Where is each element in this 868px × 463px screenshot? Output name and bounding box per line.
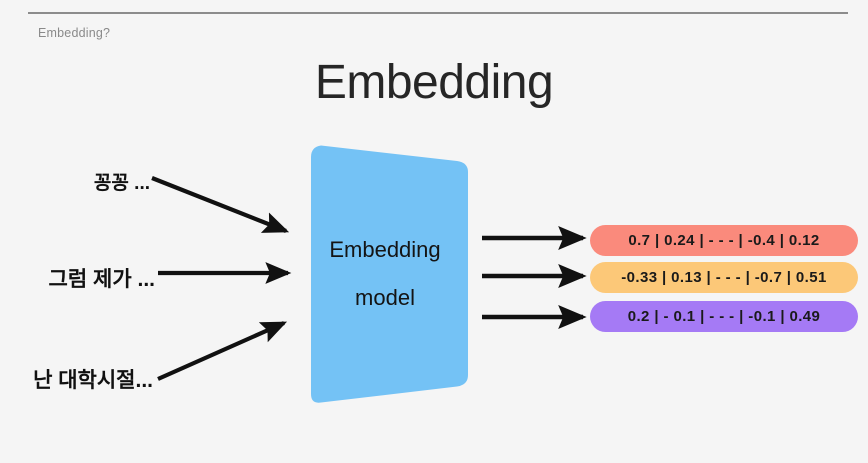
input-label-1: 꽁꽁 ...	[93, 173, 150, 194]
input-label-2: 그럼 제가 ...	[48, 268, 155, 291]
output-vector-2-text: -0.33 | 0.13 | - - - | -0.7 | 0.51	[621, 269, 827, 286]
output-vector-2: -0.33 | 0.13 | - - - | -0.7 | 0.51	[590, 262, 858, 293]
output-vector-3-text: 0.2 | - 0.1 | - - - | -0.1 | 0.49	[627, 308, 821, 325]
output-vector-1: 0.7 | 0.24 | - - - | -0.4 | 0.12	[590, 225, 858, 256]
output-vector-3: 0.2 | - 0.1 | - - - | -0.1 | 0.49	[590, 301, 858, 332]
embedding-model-block: Embedding model	[305, 143, 473, 405]
input-label-3: 난 대학시절...	[33, 369, 153, 392]
header-divider	[28, 12, 848, 14]
page-title: Embedding	[314, 56, 554, 109]
breadcrumb: Embedding?	[38, 26, 111, 40]
input-arrow-1	[151, 176, 290, 233]
input-arrow-3	[157, 321, 288, 381]
model-shape	[311, 145, 468, 403]
output-vector-1-text: 0.7 | 0.24 | - - - | -0.4 | 0.12	[628, 232, 820, 249]
